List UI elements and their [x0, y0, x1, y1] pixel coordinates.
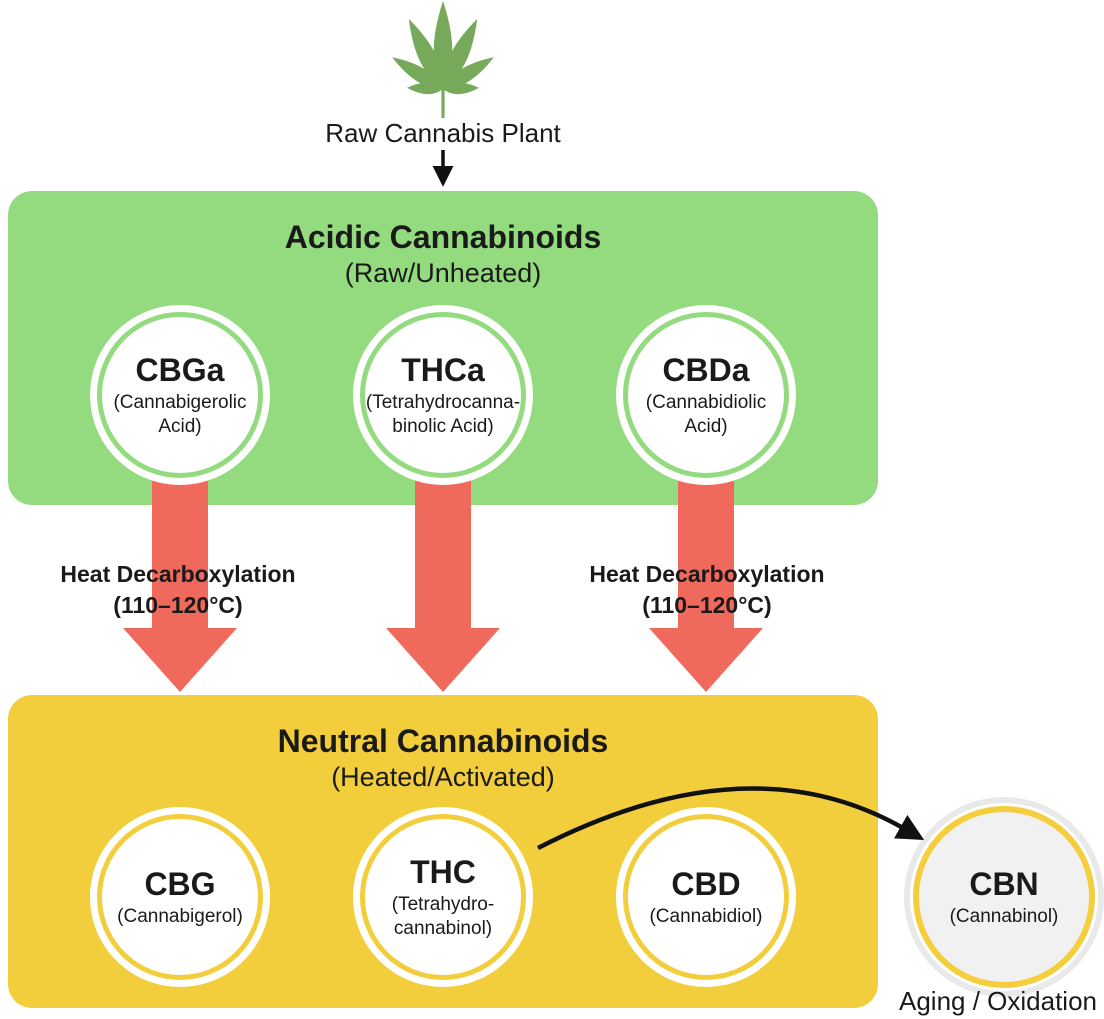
node-abbr: CBGa — [135, 351, 225, 388]
cannabis-leaf-icon — [392, 1, 494, 118]
node-abbr: CBN — [969, 865, 1039, 902]
node-abbr: THC — [410, 853, 476, 890]
node-abbr: CBDa — [662, 351, 750, 388]
node-name: (Cannabidiolic Acid) — [645, 391, 767, 437]
node-name: (Cannabigerol) — [117, 905, 243, 927]
node-cbda: CBDa (Cannabidiolic Acid) — [623, 312, 789, 478]
node-name: (Cannabigerolic Acid) — [113, 391, 247, 437]
node-thca: THCa (Tetrahydrocanna- binolic Acid) — [360, 312, 526, 478]
node-cbd: CBD (Cannabidiol) — [623, 814, 789, 980]
acidic-subtitle: (Raw/Unheated) — [344, 258, 542, 288]
node-cbn: CBN (Cannabinol) — [913, 806, 1095, 988]
node-name: (Tetrahydrocanna- binolic Acid) — [365, 391, 521, 437]
node-name: (Cannabinol) — [949, 905, 1059, 927]
plant-label: Raw Cannabis Plant — [325, 118, 561, 148]
neutral-subtitle: (Heated/Activated) — [331, 762, 555, 792]
node-abbr: THCa — [401, 351, 485, 388]
node-name: (Tetrahydro- cannabinol) — [391, 893, 495, 939]
node-cbg: CBG (Cannabigerol) — [97, 814, 263, 980]
node-cbga: CBGa (Cannabigerolic Acid) — [97, 312, 263, 478]
node-name: (Cannabidiol) — [649, 905, 763, 927]
aging-oxidation-label: Aging / Oxidation — [898, 986, 1097, 1016]
node-thc: THC (Tetrahydro- cannabinol) — [360, 814, 526, 980]
acidic-title: Acidic Cannabinoids — [284, 219, 602, 255]
node-abbr: CBD — [671, 865, 741, 902]
node-abbr: CBG — [144, 865, 216, 902]
neutral-title: Neutral Cannabinoids — [277, 723, 609, 759]
heat-decarboxylation-label-left: Heat Decarboxylation (110–120°C) — [60, 561, 296, 618]
heat-decarboxylation-label-right: Heat Decarboxylation (110–120°C) — [589, 561, 825, 618]
